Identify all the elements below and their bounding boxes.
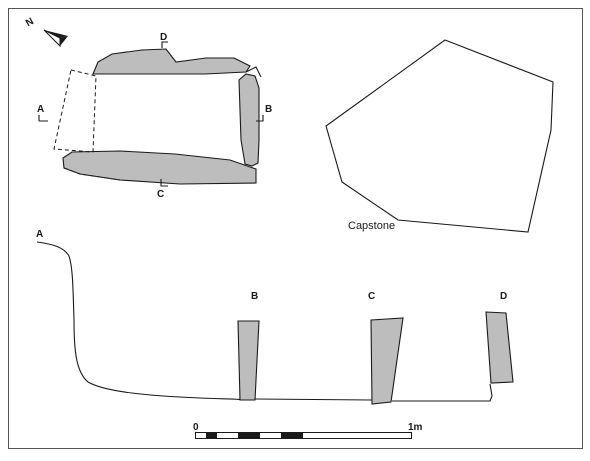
section-marker-c — [160, 179, 168, 187]
missing-stone-outline — [53, 69, 97, 153]
scale-start-label: 0 — [193, 422, 199, 433]
orthostat-top — [92, 48, 251, 75]
plan-view: A B C D — [37, 32, 272, 200]
orthostat-right — [238, 73, 260, 167]
section-marker-a — [38, 115, 48, 122]
capstone: Capstone — [325, 39, 554, 233]
ground-profile-line — [36, 241, 493, 402]
capstone-outline — [325, 39, 554, 233]
scale-segment-6 — [281, 433, 303, 438]
section-label-c-plan: C — [157, 189, 164, 200]
north-arrow-icon: N — [24, 16, 68, 48]
orthostat-bottom-dashed-edge — [63, 167, 121, 181]
scale-end-label: 1m — [408, 422, 423, 433]
section-marker-b — [256, 115, 264, 122]
section-label-c: C — [368, 291, 375, 302]
section-marker-d — [161, 41, 168, 48]
scale-segment-2 — [206, 433, 217, 438]
section-label-a-plan: A — [37, 104, 44, 115]
section-stone-d — [485, 311, 514, 384]
section-stone-c — [370, 317, 404, 405]
section-label-b: B — [251, 291, 258, 302]
orthostat-bottom — [62, 150, 257, 185]
capstone-label: Capstone — [348, 220, 395, 232]
section-label-d-plan: D — [160, 32, 167, 43]
section-profile: A B C D — [36, 229, 514, 405]
section-label-a: A — [36, 229, 43, 240]
section-stone-b — [237, 320, 260, 401]
scale-segment-4 — [238, 433, 260, 438]
section-label-d: D — [500, 291, 507, 302]
north-arrow-label: N — [24, 16, 36, 29]
figure-frame — [8, 8, 583, 449]
scale-bar-frame — [195, 432, 412, 439]
scale-bar: 0 1m — [193, 422, 423, 439]
section-label-b-plan: B — [265, 104, 272, 115]
corner-gap-outline — [245, 66, 262, 78]
